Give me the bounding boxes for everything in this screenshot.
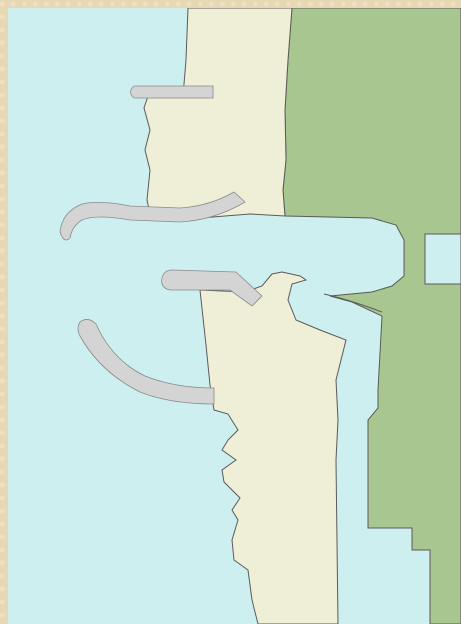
right-inlet-water xyxy=(424,233,461,285)
map-canvas[interactable] xyxy=(8,8,461,624)
middle-jetty xyxy=(59,191,246,241)
tidal-channel xyxy=(323,293,383,313)
inlet-south-jetty xyxy=(161,269,263,307)
map-svg xyxy=(8,8,461,624)
north-jetty xyxy=(130,85,214,99)
south-jetty xyxy=(77,319,215,405)
south-sand-barrier xyxy=(199,271,347,624)
